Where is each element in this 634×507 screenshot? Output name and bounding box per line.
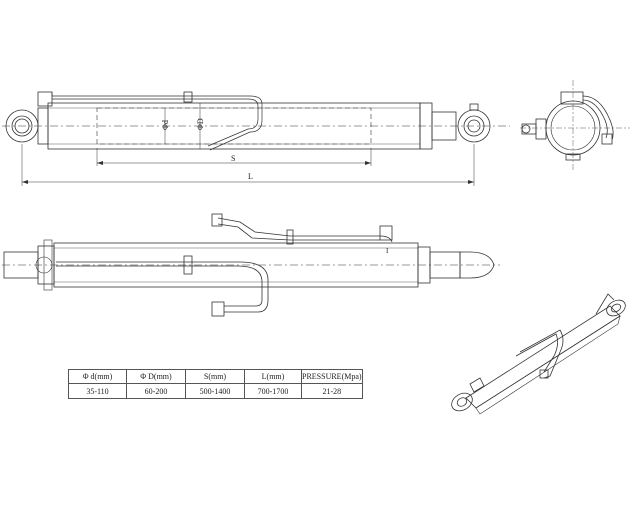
spec-table-row: 35-110 60-200 500-1400 700-1700 21-28 xyxy=(68,383,363,399)
phi-d-label: Φd xyxy=(161,120,170,130)
side-lower-fitting xyxy=(211,301,225,317)
spec-header-l: L(mm) xyxy=(244,369,302,384)
side-upper-clamp xyxy=(286,229,294,245)
rod-extension xyxy=(431,111,457,141)
side-front-eye xyxy=(459,251,495,279)
iso-front-eye-bore xyxy=(610,303,622,313)
grease-nipple xyxy=(469,103,479,111)
spec-cell-phi-D: 60-200 xyxy=(126,383,186,399)
phi-D-label: ΦD xyxy=(196,118,205,130)
end-tube-fitting-right xyxy=(601,133,613,145)
end-inner-circle xyxy=(550,105,596,151)
piston-rod-hidden xyxy=(96,107,372,145)
iso-top-fitting xyxy=(595,293,615,315)
side-barrel xyxy=(53,242,419,288)
spec-header-phi-D: Φ D(mm) xyxy=(126,369,186,384)
side-port-marker: I xyxy=(386,247,389,255)
spec-table-header-row: Φ d(mm) Φ D(mm) S(mm) L(mm) PRESSURE(Mpa… xyxy=(68,369,363,384)
spec-header-pressure: PRESSURE(Mpa) xyxy=(301,369,363,384)
iso-rear-eye-bore xyxy=(456,397,468,407)
hydraulic-tube-top xyxy=(51,92,263,151)
spec-header-s: S(mm) xyxy=(185,369,245,384)
spec-cell-l: 700-1700 xyxy=(244,383,302,399)
iso-tube-2 xyxy=(515,333,558,373)
spec-cell-phi-d: 35-110 xyxy=(68,383,127,399)
side-lower-clamp xyxy=(183,255,193,275)
iso-barrel-side xyxy=(475,315,621,415)
hydraulic-tube-top-inner xyxy=(52,98,259,147)
rear-port-block xyxy=(37,91,53,107)
side-tube-lower-inner xyxy=(56,265,263,307)
front-eye-bore xyxy=(467,119,481,133)
side-upper-fitting-right xyxy=(379,225,393,241)
spec-table: Φ d(mm) Φ D(mm) S(mm) L(mm) PRESSURE(Mpa… xyxy=(68,369,363,399)
iso-tube-fitting xyxy=(539,369,549,379)
side-tube-upper-inner xyxy=(217,223,380,241)
iso-barrel-top xyxy=(465,305,621,409)
iso-front-eye xyxy=(606,299,626,317)
spec-cell-pressure: 21-28 xyxy=(301,383,363,399)
front-eye-inner xyxy=(463,115,485,137)
tube-clamp xyxy=(183,91,193,103)
side-upper-fitting-left xyxy=(211,213,223,227)
top-view: Φd ΦD S L xyxy=(2,91,510,186)
iso-rear-eye xyxy=(451,392,473,412)
end-view xyxy=(520,80,630,170)
end-bottom-tab xyxy=(565,153,581,161)
spec-cell-s: 500-1400 xyxy=(185,383,245,399)
iso-rear-port xyxy=(469,377,485,393)
rear-eye-bore xyxy=(14,118,30,134)
end-top-block xyxy=(560,91,584,105)
end-left-fitting-nut xyxy=(521,124,531,134)
side-tube-lower xyxy=(56,261,269,313)
end-tube-right-inner xyxy=(582,99,608,139)
l-dimension-label: L xyxy=(248,172,253,181)
end-left-boss xyxy=(535,118,547,140)
side-rear-seal xyxy=(35,256,53,274)
rear-eye-inner xyxy=(11,115,33,137)
iso-tube-1 xyxy=(519,329,564,379)
end-tube-right xyxy=(582,95,614,141)
side-tube-upper xyxy=(217,217,393,243)
isometric-view xyxy=(451,293,626,415)
spec-header-phi-d: Φ d(mm) xyxy=(68,369,127,384)
s-dimension-label: S xyxy=(231,154,235,163)
side-view: I xyxy=(2,213,500,317)
